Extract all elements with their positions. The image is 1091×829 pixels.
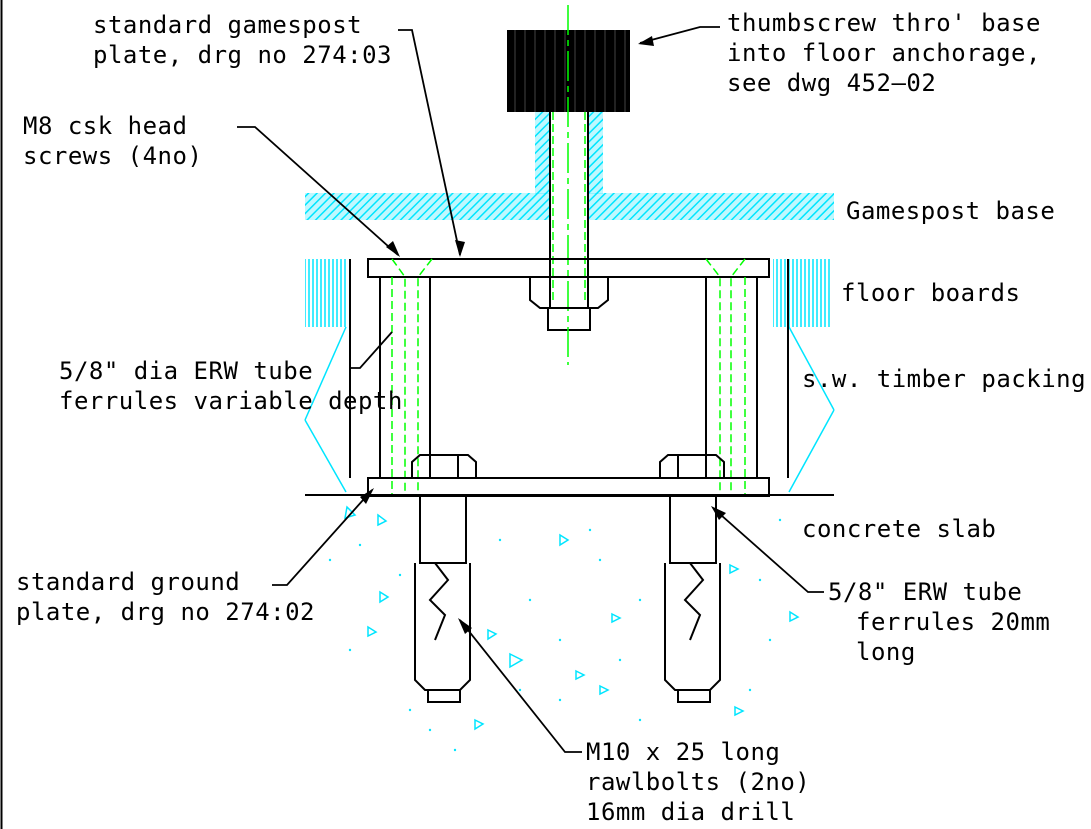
ground-plate: [367, 477, 770, 497]
label-gamespost-plate-line1: standard gamespost: [93, 11, 363, 39]
leader-lines: [237, 26, 824, 753]
leader-arrowheads: [360, 36, 726, 634]
label-csk-screws-line2: screws (4no): [23, 142, 203, 170]
rawlbolt-left: [414, 494, 471, 703]
rawlbolt-right: [664, 494, 721, 703]
thumbscrew-shaft: [547, 112, 591, 331]
label-concrete-slab: concrete slab: [802, 515, 997, 543]
label-rawlbolts-line3: 16mm dia drill: [586, 798, 796, 826]
label-rawlbolts-line2: rawlbolts (2no): [586, 768, 811, 796]
label-gamespost-base: Gamespost base: [846, 197, 1056, 225]
floor-board-left: [305, 259, 346, 327]
label-tube-ferrules-variable-line1: 5/8" dia ERW tube: [59, 357, 314, 385]
label-timber-packing: s.w. timber packing: [802, 365, 1087, 393]
gamespost-base-section: [305, 112, 834, 220]
label-ground-plate-line2: plate, drg no 274:02: [16, 598, 315, 626]
label-csk-screws-line1: M8 csk head: [23, 112, 188, 140]
label-floor-boards: floor boards: [841, 279, 1021, 307]
timber-packing: [304, 326, 835, 493]
nut-right: [659, 454, 725, 478]
nut-left: [411, 454, 477, 478]
label-gamespost-plate-line2: plate, drg no 274:03: [93, 41, 392, 69]
label-tube-ferrules-variable-line2: ferrules variable depth: [59, 387, 403, 415]
label-thumbscrew-line1: thumbscrew thro' base: [727, 9, 1041, 37]
label-thumbscrew-line2: into floor anchorage,: [727, 39, 1041, 67]
label-tube-ferrules-20mm-line3: long: [856, 638, 916, 666]
label-rawlbolts-line1: M10 x 25 long: [586, 738, 781, 766]
floor-board-right: [773, 259, 830, 327]
concrete-dots: [328, 518, 782, 752]
label-tube-ferrules-20mm-line1: 5/8" ERW tube: [828, 578, 1023, 606]
vertical-members: [349, 259, 789, 478]
upper-nut: [529, 277, 609, 309]
gamespost-plate: [367, 258, 770, 278]
concrete-aggregate: [344, 505, 800, 731]
label-ground-plate-line1: standard ground: [16, 568, 241, 596]
hidden-ferrules: [391, 258, 746, 495]
label-tube-ferrules-20mm-line2: ferrules 20mm: [856, 608, 1051, 636]
label-thumbscrew-line3: see dwg 452–02: [727, 69, 937, 97]
